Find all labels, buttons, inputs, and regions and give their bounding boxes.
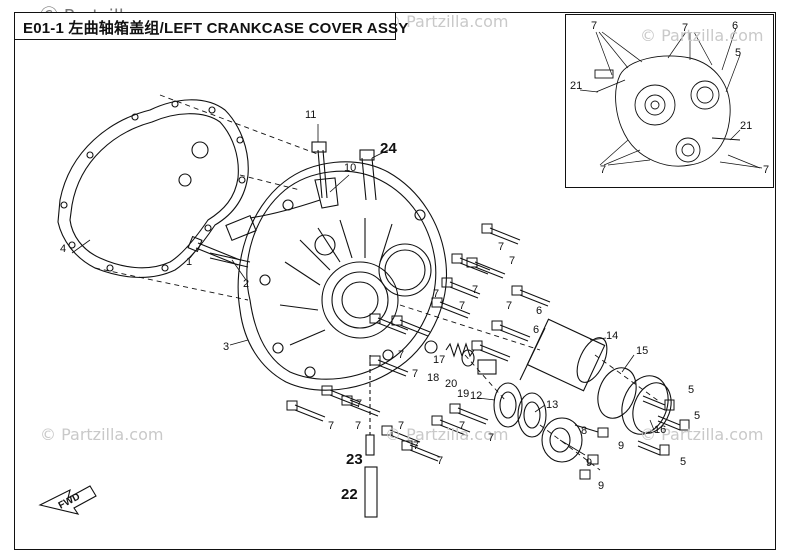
callout-23: 23 [346,451,363,468]
callout-13: 13 [546,399,559,411]
inset-callout-5: 5 [735,47,742,59]
spring-18 [445,342,475,358]
callout-leaders [71,124,655,431]
pin-23 [365,434,375,456]
callout-16: 16 [654,424,667,436]
cover-ribs [279,218,393,346]
inset-callout-7b: 7 [682,22,689,34]
ball-17 [424,340,438,354]
o-ring-15 [597,367,637,419]
plug-19 [477,359,497,375]
gasket-outline [57,99,249,278]
watermark: © Partzilla.com [385,12,509,31]
bolt-1 [195,242,241,266]
diagram-title: E01-1 左曲轴箱盖组/LEFT CRANKCASE COVER ASSY [23,20,409,37]
callout-6b: 6 [533,324,540,336]
callout-22: 22 [341,486,358,503]
inset-callout-7a: 7 [591,20,598,32]
gasket-inner [69,113,239,269]
dowel-2 [209,252,251,268]
callout-18: 18 [427,372,440,384]
alignment-lines [94,94,661,471]
callout-5a: 5 [688,384,695,396]
plate-8 [541,417,583,463]
inset-callout-7d: 7 [763,164,770,176]
bolt-11 [317,149,328,199]
callout-6a: 6 [536,305,543,317]
callout-9b: 9 [586,457,593,469]
watermark: © Partzilla.com [385,425,509,444]
callout-24: 24 [380,140,397,157]
inset-drawing [579,27,763,169]
callout-7k: 7 [398,420,405,432]
sensor-wire [249,199,321,219]
callout-15: 15 [636,345,649,357]
callout-7j: 7 [356,398,363,410]
cover-body [246,170,437,380]
callout-3: 3 [223,341,230,353]
callout-14: 14 [606,330,619,342]
callout-7o: 7 [459,420,466,432]
callout-12: 12 [470,390,483,402]
bearing-12 [493,382,523,428]
bolts-7 [286,223,551,462]
callout-4: 4 [60,243,67,255]
filter-cap-16 [621,375,672,435]
watermark: © Partzilla.com [40,425,164,444]
inset-callout-6: 6 [732,20,739,32]
callout-7i: 7 [328,420,335,432]
callout-7c: 7 [433,288,440,300]
callout-5b: 5 [694,410,701,422]
sensor-connector [225,214,257,242]
inset-callout-7c: 7 [600,164,607,176]
callout-7l: 7 [413,440,420,452]
callout-10: 10 [344,162,357,174]
callout-7d: 7 [459,300,466,312]
cover-side-window [378,243,432,297]
sensor-bracket [314,177,339,209]
callout-9a: 9 [618,440,625,452]
callout-2: 2 [243,278,250,290]
washer-20 [461,349,475,367]
callout-7h: 7 [412,368,419,380]
callout-20: 20 [445,378,458,390]
cover-flange [237,161,448,391]
fwd-arrow-shape [38,485,97,515]
bearing-13 [517,392,547,438]
callout-17: 17 [433,354,446,366]
inset-frame [565,14,774,188]
inset-callout-21b: 21 [740,120,753,132]
callout-7m: 7 [437,455,444,467]
callout-8: 8 [581,425,588,437]
title-box: E01-1 左曲轴箱盖组/LEFT CRANKCASE COVER ASSY [14,12,408,40]
callout-19: 19 [457,388,470,400]
cover-main-bore [321,261,399,339]
callout-7n: 7 [488,432,495,444]
gasket-bolt-holes [60,100,246,272]
callout-7e: 7 [472,284,479,296]
callout-7f: 7 [506,300,513,312]
callout-7p: 7 [355,420,362,432]
watermark: © Partzilla.com [640,26,764,45]
callout-5c: 5 [680,456,687,468]
callout-1: 1 [186,256,193,268]
watermark: © Partzilla.com [640,425,764,444]
plug-24 [361,157,377,201]
pin-22 [364,466,378,518]
callout-7a: 7 [509,255,516,267]
bolts-5-9 [559,395,690,480]
callout-9c: 9 [598,480,605,492]
callout-7g: 7 [398,349,405,361]
inset-callout-21a: 21 [570,80,583,92]
callout-11: 11 [305,109,317,121]
callout-7b: 7 [498,241,505,253]
